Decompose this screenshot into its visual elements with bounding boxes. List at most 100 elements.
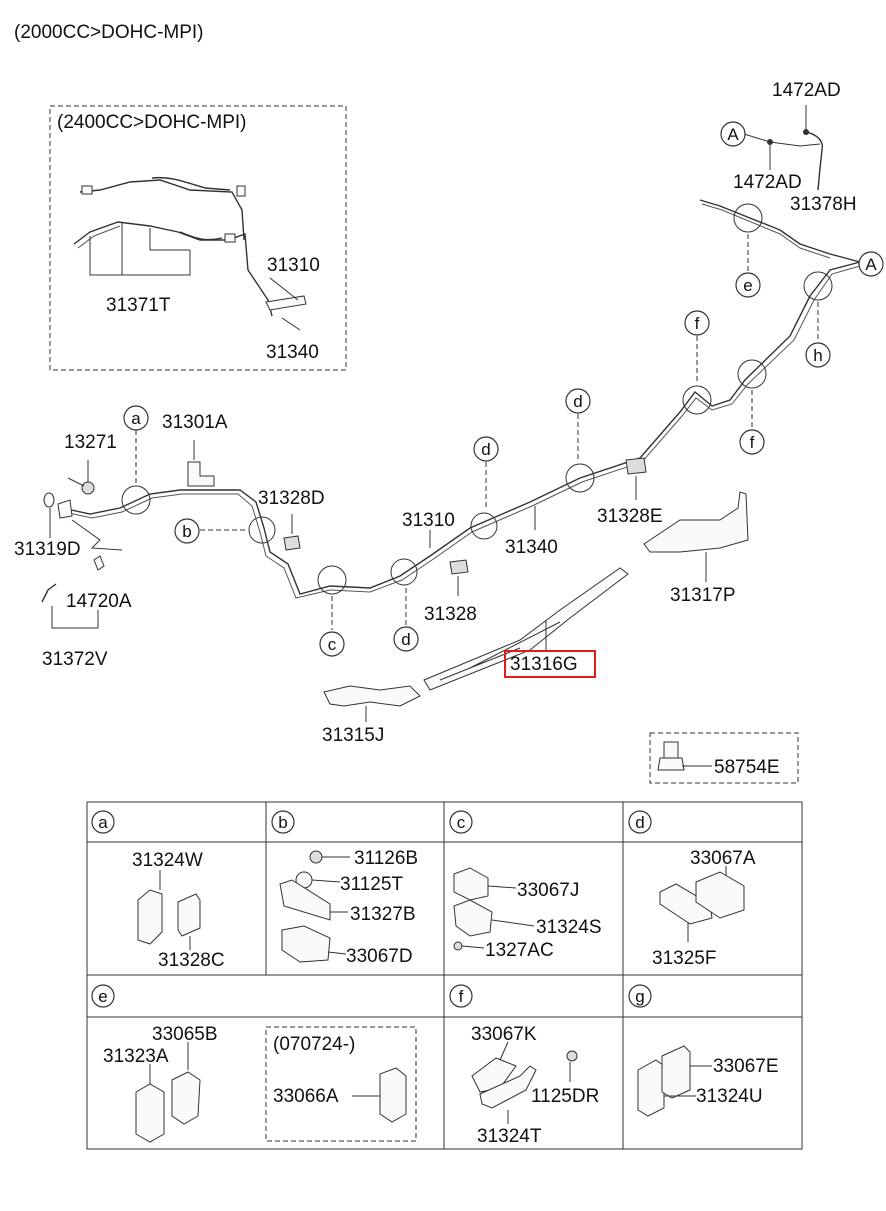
part-label-58754E[interactable]: 58754E [714,757,780,778]
callout-b-letter: b [182,522,191,541]
callout-d-3[interactable] [565,388,591,414]
part-label-31340-inset[interactable]: 31340 [266,342,319,363]
part-label-33067D[interactable]: 33067D [346,946,413,967]
part-label-31324U[interactable]: 31324U [696,1086,763,1107]
cell-d-marker [628,810,652,834]
engine-label-inset: (2400CC>DOHC-MPI) [57,112,247,133]
part-label-31126B[interactable]: 31126B [354,848,418,869]
part-label-33067J[interactable]: 33067J [517,880,579,901]
callout-h-letter: h [813,346,822,365]
part-label-31319D[interactable]: 31319D [14,539,81,560]
clip-detail-grid [86,801,803,1150]
callout-d-1-letter: d [401,630,410,649]
cell-c-clip-drawing [453,867,535,951]
part-label-31301A[interactable]: 31301A [162,412,228,433]
callout-e-letter: e [743,276,752,295]
part-label-31328C[interactable]: 31328C [158,950,225,971]
part-label-33067K[interactable]: 33067K [471,1024,537,1045]
part-label-31324T[interactable]: 31324T [477,1126,542,1147]
callout-A-right[interactable] [858,251,884,277]
cell-b-clip-drawing [279,850,350,963]
part-label-1472AD-mid[interactable]: 1472AD [733,172,802,193]
highlight-31316G [504,650,596,678]
left-end-parts [41,440,215,629]
cell-e-inset-box [265,1026,417,1142]
callout-A-top-letter: A [727,125,739,144]
part-label-31323A[interactable]: 31323A [103,1046,169,1067]
callout-a[interactable] [123,405,149,431]
callout-arrows [135,234,819,630]
callout-A-top[interactable] [720,121,746,147]
callout-d-2[interactable] [473,436,499,462]
inset-box-2400cc [49,105,347,371]
engine-label-main: (2000CC>DOHC-MPI) [14,22,204,43]
callout-a-letter: a [131,409,141,428]
cell-g-marker [628,984,652,1008]
part-label-33066A[interactable]: 33066A [273,1086,339,1107]
cell-f-clip-drawing [471,1041,578,1124]
part-label-1472AD-top[interactable]: 1472AD [772,80,841,101]
cell-e-clip-drawing [135,1042,407,1143]
cell-c-marker [449,810,473,834]
part-label-31328E[interactable]: 31328E [597,506,663,527]
callout-f-1-letter: f [695,314,700,333]
part-label-31317P[interactable]: 31317P [670,585,736,606]
part-label-31372V[interactable]: 31372V [42,649,108,670]
callout-f-1[interactable] [684,310,710,336]
bleeder-bolt-icon [657,741,712,771]
part-label-14720A[interactable]: 14720A [66,591,132,612]
cell-c-letter: c [457,813,466,832]
part-label-31125T[interactable]: 31125T [340,874,403,895]
return-hose-detail [743,105,824,191]
callout-e[interactable] [735,272,761,298]
cell-a-letter: a [98,813,108,832]
cell-d-clip-drawing [659,866,745,942]
part-label-31310[interactable]: 31310 [402,510,455,531]
part-label-31378H[interactable]: 31378H [790,194,857,215]
part-label-31324S[interactable]: 31324S [536,917,602,938]
cell-g-letter: g [635,987,644,1006]
part-label-31324W[interactable]: 31324W [132,850,203,871]
callout-c-letter: c [328,635,337,654]
callout-f-2[interactable] [739,429,765,455]
cell-a-clip-drawing [137,870,201,950]
part-label-31315J[interactable]: 31315J [322,725,384,746]
callout-d-1[interactable] [393,626,419,652]
cell-e-date-note: (070724-) [273,1034,355,1055]
loose-clips [283,457,647,596]
part-label-31325F[interactable]: 31325F [652,948,716,969]
cell-a-marker [91,810,115,834]
clip-location-circles [121,203,833,595]
part-label-1125DR[interactable]: 1125DR [531,1086,599,1107]
cell-b-letter: b [278,813,287,832]
cell-f-marker [449,984,473,1008]
cell-d-letter: d [635,813,644,832]
part-label-13271[interactable]: 13271 [64,432,117,453]
part-label-31340[interactable]: 31340 [505,537,558,558]
part-label-31327B[interactable]: 31327B [350,904,416,925]
cell-e-letter: e [98,987,107,1006]
part-label-33067E[interactable]: 33067E [713,1056,779,1077]
cell-e-marker [91,984,115,1008]
box-58754E [649,732,799,784]
part-label-31328D[interactable]: 31328D [258,488,325,509]
part-label-31316G[interactable]: 31316G [510,654,578,675]
callout-d-2-letter: d [481,440,490,459]
callout-h[interactable] [805,342,831,368]
part-label-31371T[interactable]: 31371T [106,295,171,316]
callout-d-3-letter: d [573,392,582,411]
part-label-1327AC[interactable]: 1327AC [485,940,554,961]
callout-f-2-letter: f [750,433,755,452]
cell-f-letter: f [459,987,464,1006]
protector-brackets [323,491,749,722]
part-label-31310-inset[interactable]: 31310 [267,255,320,276]
inset-fuel-lines [73,176,307,331]
callout-A-right-letter: A [865,255,877,274]
callout-c[interactable] [319,631,345,657]
cell-g-clip-drawing [637,1045,712,1117]
part-label-33067A[interactable]: 33067A [690,848,756,869]
part-label-33065B[interactable]: 33065B [152,1024,218,1045]
callout-b[interactable] [174,518,200,544]
part-label-31328[interactable]: 31328 [424,604,477,625]
